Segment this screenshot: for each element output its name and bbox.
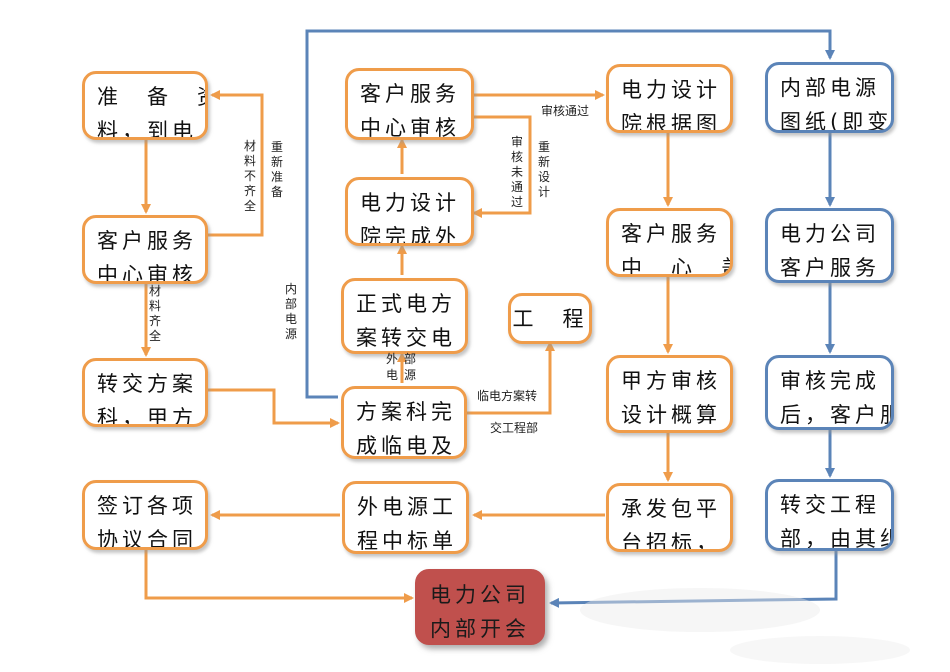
- box-design-complete: 电力设计 院完成外: [345, 177, 474, 246]
- label-external-power: 外部电源: [386, 351, 426, 383]
- box-internal-meeting: 电力公司 内部开会: [415, 569, 545, 645]
- box-transfer-engineering: 转交工程 部，由其组: [765, 479, 894, 551]
- box-text-line: 案转交电: [356, 326, 456, 350]
- box-text-line: 协议合同: [97, 528, 197, 550]
- box-text-line: 签订各项: [97, 494, 197, 518]
- box-text-line: 中 心 盖: [621, 256, 730, 277]
- box-formal-scheme: 正式电方 案转交电: [341, 278, 468, 354]
- box-text-line: 电力公司: [430, 583, 530, 607]
- box-text-line: 台招标，: [621, 531, 721, 552]
- label-external-power-text: 外部电源: [386, 352, 423, 382]
- box-text-line: 程中标单: [357, 529, 457, 553]
- box-text-line: 客户服务: [780, 256, 880, 280]
- box-text-line: 电力公司: [780, 222, 880, 246]
- box-text-line: 部，由其组: [780, 527, 894, 551]
- box-design-drawing: 电力设计 院根据图: [606, 64, 733, 133]
- box-text-line: 院根据图: [621, 112, 721, 133]
- arrow-scheme-to-engineering: [467, 341, 555, 415]
- label-internal-power: 内部电源: [284, 282, 297, 341]
- box-text-line: 客户服务: [360, 82, 460, 106]
- arrow-internal-power: [305, 29, 835, 399]
- box-transfer-scheme: 转交方案 科，甲方: [82, 358, 208, 427]
- label-temp-scheme-2: 交工程部: [490, 421, 539, 435]
- box-cs-review-2: 客户服务 中心审核: [345, 68, 474, 140]
- box-text-line: 院完成外: [360, 225, 460, 246]
- box-text-line: 方案科完: [356, 400, 456, 424]
- watermark-smudge: [730, 636, 910, 664]
- box-engineering: 工 程: [508, 293, 592, 344]
- box-text-line: 内部电源: [780, 76, 880, 100]
- box-text-line: 电力设计: [621, 78, 721, 102]
- box-ext-power-bid: 外电源工 程中标单: [342, 481, 469, 554]
- box-text-line: 审核完成: [780, 369, 880, 393]
- box-text-line: 承发包平: [621, 497, 721, 521]
- arrow-transfer-to-scheme: [208, 388, 340, 428]
- box-text-line: 图纸(即变: [780, 110, 893, 133]
- box-party-a-review: 甲方审核 设计概算: [606, 355, 733, 433]
- arrow-sign-to-meeting: [144, 550, 414, 603]
- box-text-line: 工 程: [512, 307, 588, 331]
- box-text-line: 科，甲方: [97, 406, 197, 427]
- box-sign-agreements: 签订各项 协议合同: [82, 480, 208, 550]
- box-review-done: 审核完成 后，客户服: [765, 355, 894, 430]
- box-text-line: 电力设计: [360, 191, 460, 215]
- label-reprepare: 重新准备: [270, 140, 283, 199]
- arrow-transfereng-to-meeting: [549, 551, 838, 608]
- label-material-incomplete: 材料不齐全: [243, 139, 256, 213]
- box-text-line: 客户服务: [97, 229, 197, 253]
- box-text-line: 外电源工: [357, 495, 457, 519]
- box-text-line: 内部开会: [430, 617, 530, 641]
- box-scheme-done: 方案科完 成临电及: [341, 386, 467, 459]
- box-text-line: 正式电方: [356, 292, 456, 316]
- label-material-complete: 材料齐全: [148, 284, 161, 343]
- box-prepare-materials: 准 备 资 料，到电: [82, 71, 208, 140]
- label-review-fail: 审核未通过: [510, 135, 523, 209]
- box-text-line: 成临电及: [356, 434, 456, 458]
- arrow-review-back-to-prepare: [208, 90, 264, 237]
- watermark-smudge: [580, 588, 820, 632]
- label-temp-scheme-1: 临电方案转: [477, 389, 538, 403]
- box-text-line: 转交工程: [780, 493, 880, 517]
- box-text-line: 中心审核: [360, 116, 460, 140]
- box-text-line: 中心审核: [97, 263, 197, 284]
- box-text-line: 甲方审核: [621, 369, 721, 393]
- box-text-line: 后，客户服: [780, 403, 894, 427]
- box-text-line: 客户服务: [621, 222, 721, 246]
- box-cs-stamp: 客户服务 中 心 盖: [606, 208, 733, 277]
- box-internal-drawing: 内部电源 图纸(即变: [765, 62, 894, 133]
- box-text-line: 料，到电: [97, 119, 197, 140]
- box-cs-review-1: 客户服务 中心审核: [82, 215, 208, 284]
- box-power-cs: 电力公司 客户服务: [765, 208, 894, 283]
- label-review-pass: 审核通过: [541, 104, 590, 118]
- box-text-line: 设计概算: [621, 403, 721, 427]
- box-text-line: 转交方案: [97, 372, 197, 396]
- label-redesign: 重新设计: [537, 140, 550, 199]
- box-text-line: 准 备 资: [97, 85, 205, 109]
- box-contract-bid: 承发包平 台招标，: [606, 483, 733, 552]
- arrow-review2-fail-to-design: [472, 115, 532, 218]
